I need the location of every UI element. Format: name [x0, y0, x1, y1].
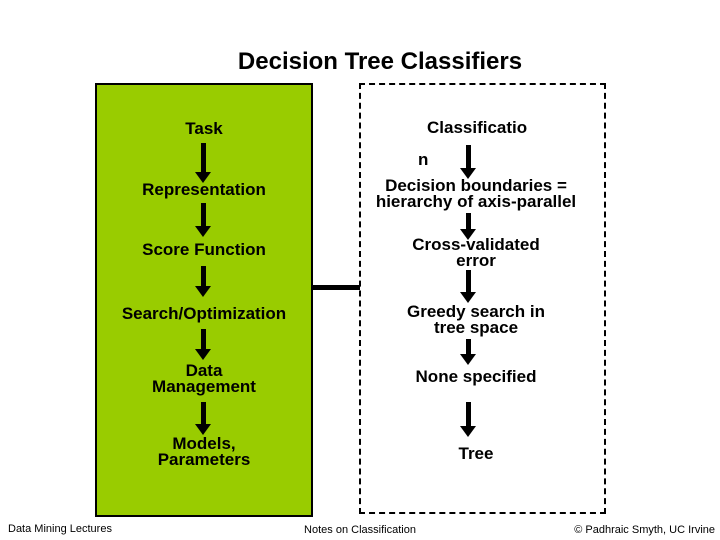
footer-notes-title: Notes on Classification: [304, 524, 416, 536]
flow-step-models-parameters: Models, Parameters: [157, 434, 251, 469]
down-arrow-icon: [195, 143, 211, 183]
down-arrow-icon: [460, 145, 476, 179]
flow-step-tree: Tree: [458, 444, 494, 463]
flow-step-cross-validated-error: Cross-validated error: [412, 235, 540, 270]
classification-line1: Classificatio: [427, 118, 528, 137]
flow-step-data-management: Data Management: [152, 361, 256, 396]
flow-step-greedy-search: Greedy search in tree space: [407, 302, 545, 337]
footer-copyright: © Padhraic Smyth, UC Irvine: [574, 524, 715, 536]
right-panel-box: [359, 83, 606, 514]
flow-step-none-specified: None specified: [415, 367, 537, 386]
slide-title: Decision Tree Classifiers: [237, 48, 523, 75]
footer-lecture-series: Data Mining Lectures: [8, 523, 112, 535]
connector-line: [311, 285, 360, 290]
down-arrow-icon: [195, 266, 211, 297]
down-arrow-icon: [195, 329, 211, 360]
flow-step-decision-boundaries: Decision boundaries = hierarchy of axis-…: [375, 176, 577, 211]
flow-step-task: Task: [185, 119, 223, 138]
down-arrow-icon: [195, 203, 211, 237]
down-arrow-icon: [460, 270, 476, 303]
flow-step-score-function: Score Function: [142, 240, 266, 259]
flow-step-classification: Classificatio n: [418, 104, 578, 184]
down-arrow-icon: [460, 402, 476, 437]
down-arrow-icon: [460, 339, 476, 365]
classification-line2: n: [418, 150, 429, 169]
flow-step-representation: Representation: [142, 180, 266, 199]
down-arrow-icon: [195, 402, 211, 435]
down-arrow-icon: [460, 213, 476, 240]
flow-step-search-optimization: Search/Optimization: [121, 304, 287, 323]
